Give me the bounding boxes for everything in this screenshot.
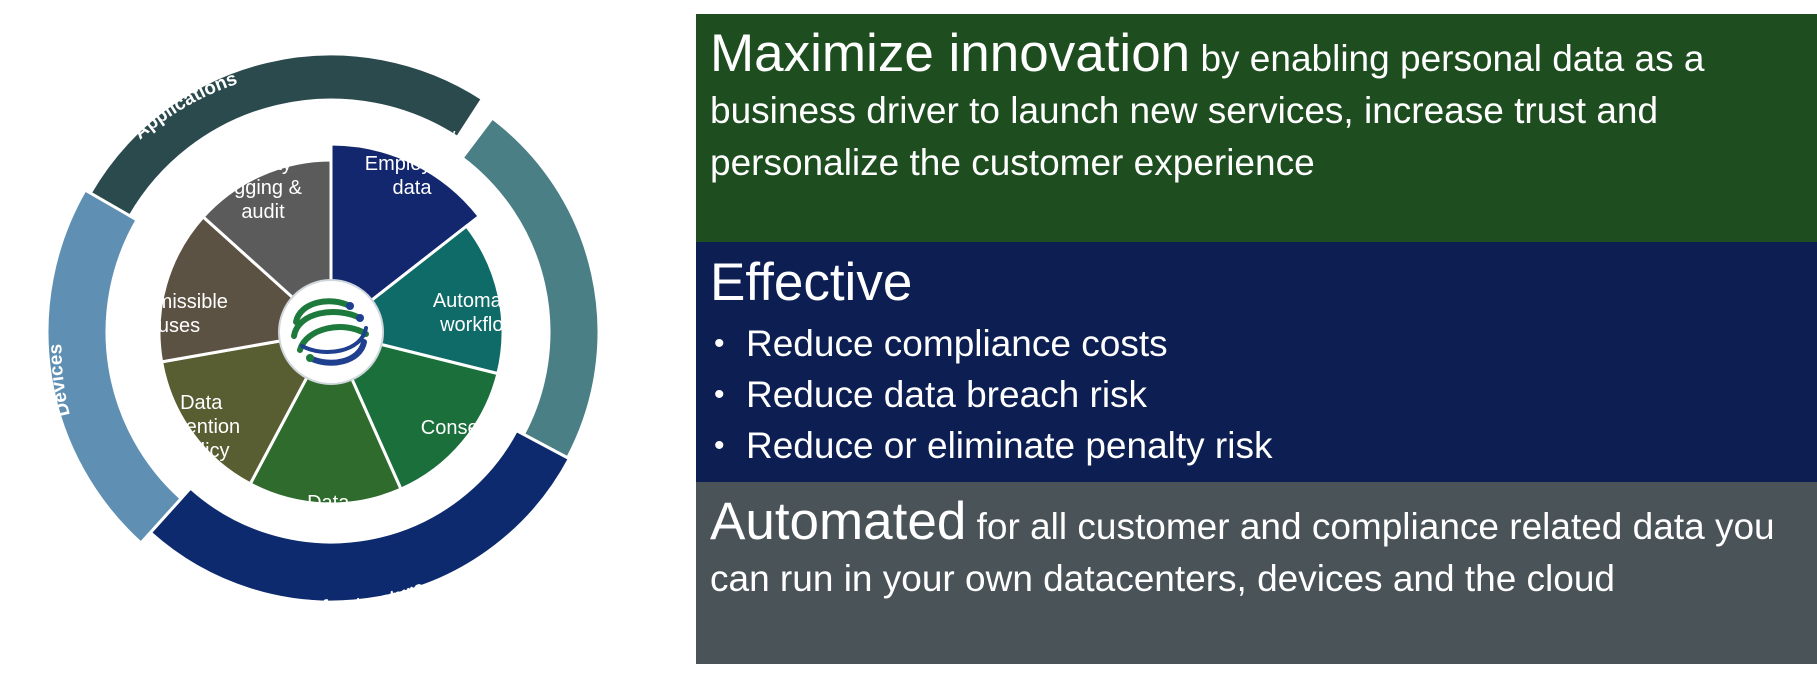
automated-text: Automated for all customer and complianc…	[710, 495, 1801, 605]
segment-label-automated-workflows: Automated workflows	[433, 290, 535, 336]
innovation-body: by enabling personal data as a business …	[710, 38, 1705, 183]
innovation-text: Maximize innovation by enabling personal…	[710, 27, 1801, 189]
automated-body: for all customer and compliance related …	[710, 506, 1775, 599]
list-item: •Reduce data breach risk	[710, 369, 1801, 420]
segment-label-customer-data: Customer/ Employee data	[363, 129, 461, 199]
innovation-heading: Maximize innovation	[710, 24, 1191, 83]
list-item: •Reduce compliance costs	[710, 318, 1801, 369]
segment-label-data-retention: Data retention policy	[162, 392, 245, 462]
segment-label-activity-logging: Activity logging & audit	[219, 153, 308, 223]
ring-applications	[88, 52, 485, 219]
innovation-panel: Maximize innovation by enabling personal…	[696, 14, 1817, 242]
list-item: •Reduce or eliminate penalty risk	[710, 420, 1801, 471]
segment-label-data-locality: Data locality	[300, 492, 361, 538]
effective-list: •Reduce compliance costs •Reduce data br…	[710, 318, 1801, 471]
automated-heading: Automated	[710, 492, 967, 551]
spiral-swirl-logo-icon	[278, 279, 384, 385]
effective-heading: Effective	[710, 253, 913, 312]
segment-label-consent: Consent	[421, 417, 496, 439]
bullet-icon: •	[714, 429, 725, 462]
bullet-icon: •	[714, 327, 725, 360]
ring-devices	[45, 187, 184, 546]
automated-panel: Automated for all customer and complianc…	[696, 482, 1817, 664]
effective-panel: Effective •Reduce compliance costs •Redu…	[696, 242, 1817, 482]
privacy-wheel-diagram: Applications Identity, Roles & Access In…	[45, 52, 627, 618]
segment-label-permissible-uses: Permissible uses	[125, 291, 234, 337]
bullet-icon: •	[714, 378, 725, 411]
